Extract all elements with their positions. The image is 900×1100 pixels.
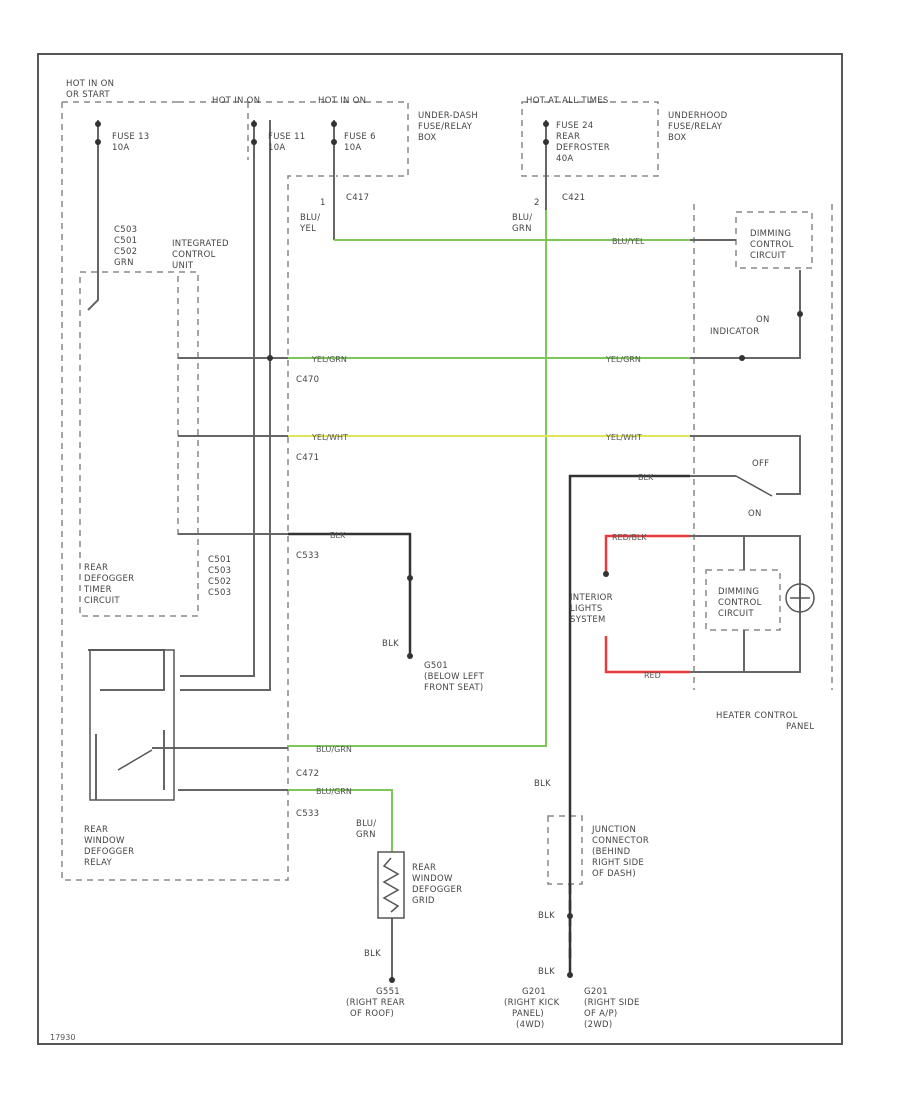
label-c421: C421 [562, 193, 585, 203]
label-pin1: 1 [320, 198, 326, 208]
wire-yel-grn-right [690, 270, 801, 359]
wire-yel-wht-right [690, 435, 801, 495]
bulb-filament [790, 588, 810, 608]
label-hot-all-times: HOT AT ALL TIMES [526, 96, 609, 106]
connector-dots [95, 121, 803, 983]
defogger-grid-element [377, 851, 405, 919]
junction-connector-outline [547, 815, 583, 885]
label-wire-blk-g201-b: BLK [538, 967, 555, 977]
bulb-icon [785, 583, 815, 613]
label-wire-yel-wht-left: YEL/WHT [311, 433, 348, 442]
label-wire-blu-grn-v: BLU/GRN [512, 213, 532, 234]
diagram-frame [37, 53, 843, 1045]
relay-switch-lever [117, 749, 153, 771]
label-hot-run-1: HOT IN ON [212, 96, 260, 106]
label-wire-blk-g551: BLK [364, 949, 381, 959]
label-c533: C533 [296, 551, 319, 561]
wire-blu-grn-grid [288, 789, 393, 852]
wire-red-blk [604, 534, 690, 574]
label-wire-blk-g201-a: BLK [538, 911, 555, 921]
label-wire-blk-switch: BLK [638, 473, 654, 482]
label-on: ON [748, 509, 762, 519]
defogger-timer-outline [79, 271, 199, 617]
label-c472: C472 [296, 769, 319, 779]
underdash-fuse-box-outline [178, 101, 409, 177]
defogger-grid-zigzag [382, 857, 400, 913]
label-c417: C417 [346, 193, 369, 203]
label-wire-blu-yel-h: BLU/YEL [612, 237, 645, 246]
label-wire-yel-grn-right: YEL/GRN [605, 355, 641, 364]
label-hot-run-2: HOT IN ON [318, 96, 366, 106]
label-off: OFF [752, 459, 769, 469]
underhood-fuse-box-outline [521, 101, 659, 177]
label-c533-b: C533 [296, 809, 319, 819]
label-wire-yel-wht-right: YEL/WHT [605, 433, 642, 442]
wire-blu-grn-vertical [288, 210, 547, 747]
label-wire-blk-g501: BLK [382, 639, 399, 649]
label-wire-blu-grn-h2: BLU/GRN [316, 787, 352, 796]
wire-red [604, 636, 690, 674]
wire-blk-c533 [288, 532, 412, 656]
wire-blk-switch [568, 474, 690, 964]
label-pin2: 2 [534, 198, 540, 208]
label-wire-red: RED [644, 671, 661, 680]
wire-fuse11-b [180, 120, 271, 691]
label-wire-blu-yel-v: BLU/YEL [299, 213, 320, 234]
label-wire-yel-grn-left: YEL/GRN [311, 355, 347, 364]
wire-fuse13 [87, 120, 99, 311]
label-wire-blk-junction: BLK [534, 779, 551, 789]
corner-code: 17930 [50, 1033, 75, 1042]
integrated-control-unit-outline [61, 101, 336, 881]
label-wire-blu-grn-h1: BLU/GRN [316, 745, 352, 754]
label-wire-red-blk: RED/BLK [612, 533, 647, 542]
relay-coil [89, 649, 175, 801]
label-wire-blu-grn-grid: BLU/GRN [356, 819, 376, 840]
label-wire-blk-c533: BLK [330, 531, 346, 540]
heater-control-panel-outline [693, 204, 833, 690]
label-c470: C470 [296, 375, 319, 385]
label-c471: C471 [296, 453, 319, 463]
wire-fuse11 [180, 120, 255, 677]
wire-relay-top [88, 649, 165, 691]
switch-lever [735, 475, 773, 497]
